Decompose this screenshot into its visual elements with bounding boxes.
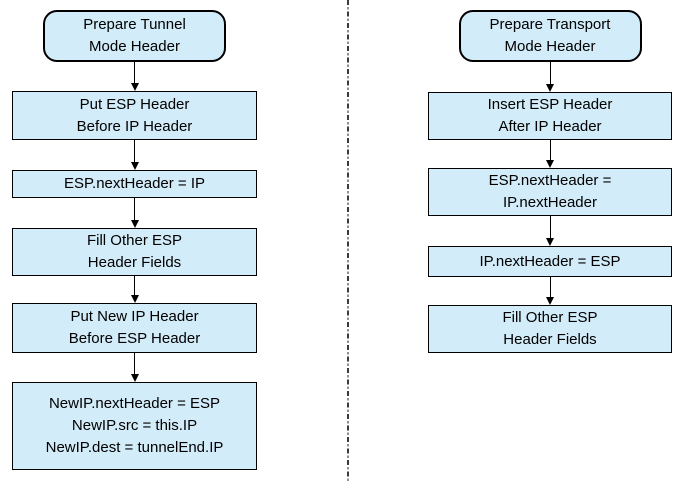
arrow-line xyxy=(134,140,135,162)
step-line: NewIP.src = this.IP xyxy=(71,417,198,434)
step-line: Put New IP Header xyxy=(70,308,199,325)
step-line: ESP.nextHeader = IP xyxy=(63,175,206,192)
step-line: ESP.nextHeader = xyxy=(488,172,612,189)
arrowhead-icon xyxy=(130,83,139,91)
step-line: IP.nextHeader xyxy=(503,194,597,211)
arrowhead-icon xyxy=(546,160,554,168)
arrowhead-icon xyxy=(130,162,139,170)
arrowhead-icon xyxy=(546,297,554,305)
arrow-line xyxy=(549,277,551,297)
process-insert-esp-after-ip: Insert ESP Header After IP Header xyxy=(428,92,672,140)
flow-arrow xyxy=(130,140,140,170)
step-line: Insert ESP Header xyxy=(487,96,613,113)
flow-arrow xyxy=(130,198,140,228)
column-divider xyxy=(347,0,349,482)
arrowhead-icon xyxy=(130,220,139,228)
process-esp-nextheader-ip-nextheader: ESP.nextHeader = IP.nextHeader xyxy=(428,168,672,216)
flow-arrow xyxy=(130,276,140,303)
arrowhead-icon xyxy=(130,295,139,303)
arrow-line xyxy=(134,276,135,295)
step-line: Fill Other ESP xyxy=(86,232,183,249)
process-fill-other-esp-fields: Fill Other ESP Header Fields xyxy=(428,305,672,353)
process-put-esp-before-ip: Put ESP Header Before IP Header xyxy=(12,91,257,140)
step-line: NewIP.dest = tunnelEnd.IP xyxy=(45,439,224,456)
process-ip-nextheader-esp: IP.nextHeader = ESP xyxy=(428,246,672,277)
terminator-prepare-tunnel-mode: Prepare Tunnel Mode Header xyxy=(43,10,226,62)
process-fill-other-esp-fields: Fill Other ESP Header Fields xyxy=(12,228,257,276)
arrow-line xyxy=(134,198,135,220)
terminator-prepare-transport-mode: Prepare Transport Mode Header xyxy=(458,10,642,62)
step-line: Header Fields xyxy=(87,254,182,271)
step-line: Before ESP Header xyxy=(68,330,201,347)
step-line: Put ESP Header xyxy=(79,95,190,113)
flow-arrow xyxy=(545,62,555,92)
flow-arrow xyxy=(130,353,140,382)
arrow-line xyxy=(549,62,551,84)
arrowhead-icon xyxy=(546,238,554,246)
transport-mode-flow: Prepare Transport Mode Header Insert ESP… xyxy=(428,10,672,353)
step-line: Before IP Header xyxy=(76,117,193,135)
arrowhead-icon xyxy=(130,374,139,382)
arrowhead-icon xyxy=(546,84,554,92)
arrow-line xyxy=(549,140,551,160)
step-line: Prepare Tunnel xyxy=(83,16,186,33)
step-line: IP.nextHeader = ESP xyxy=(479,252,621,270)
step-line: Header Fields xyxy=(503,331,597,348)
step-line: Prepare Transport xyxy=(489,16,611,33)
arrow-line xyxy=(134,62,135,83)
flow-arrow xyxy=(545,140,555,168)
flow-arrow xyxy=(545,277,555,305)
process-newip-assignments: NewIP.nextHeader = ESP NewIP.src = this.… xyxy=(12,382,257,470)
arrow-line xyxy=(549,216,551,238)
process-put-new-ip-header: Put New IP Header Before ESP Header xyxy=(12,303,257,353)
step-line: Mode Header xyxy=(89,38,180,55)
arrow-line xyxy=(134,353,135,374)
step-line: NewIP.nextHeader = ESP xyxy=(48,395,221,412)
step-line: Fill Other ESP xyxy=(502,309,598,326)
flow-arrow xyxy=(545,216,555,246)
tunnel-mode-flow: Prepare Tunnel Mode Header Put ESP Heade… xyxy=(12,10,257,470)
step-line: Mode Header xyxy=(504,38,596,55)
flow-arrow xyxy=(130,62,140,91)
step-line: After IP Header xyxy=(498,118,602,135)
process-esp-nextheader-ip: ESP.nextHeader = IP xyxy=(12,170,257,198)
